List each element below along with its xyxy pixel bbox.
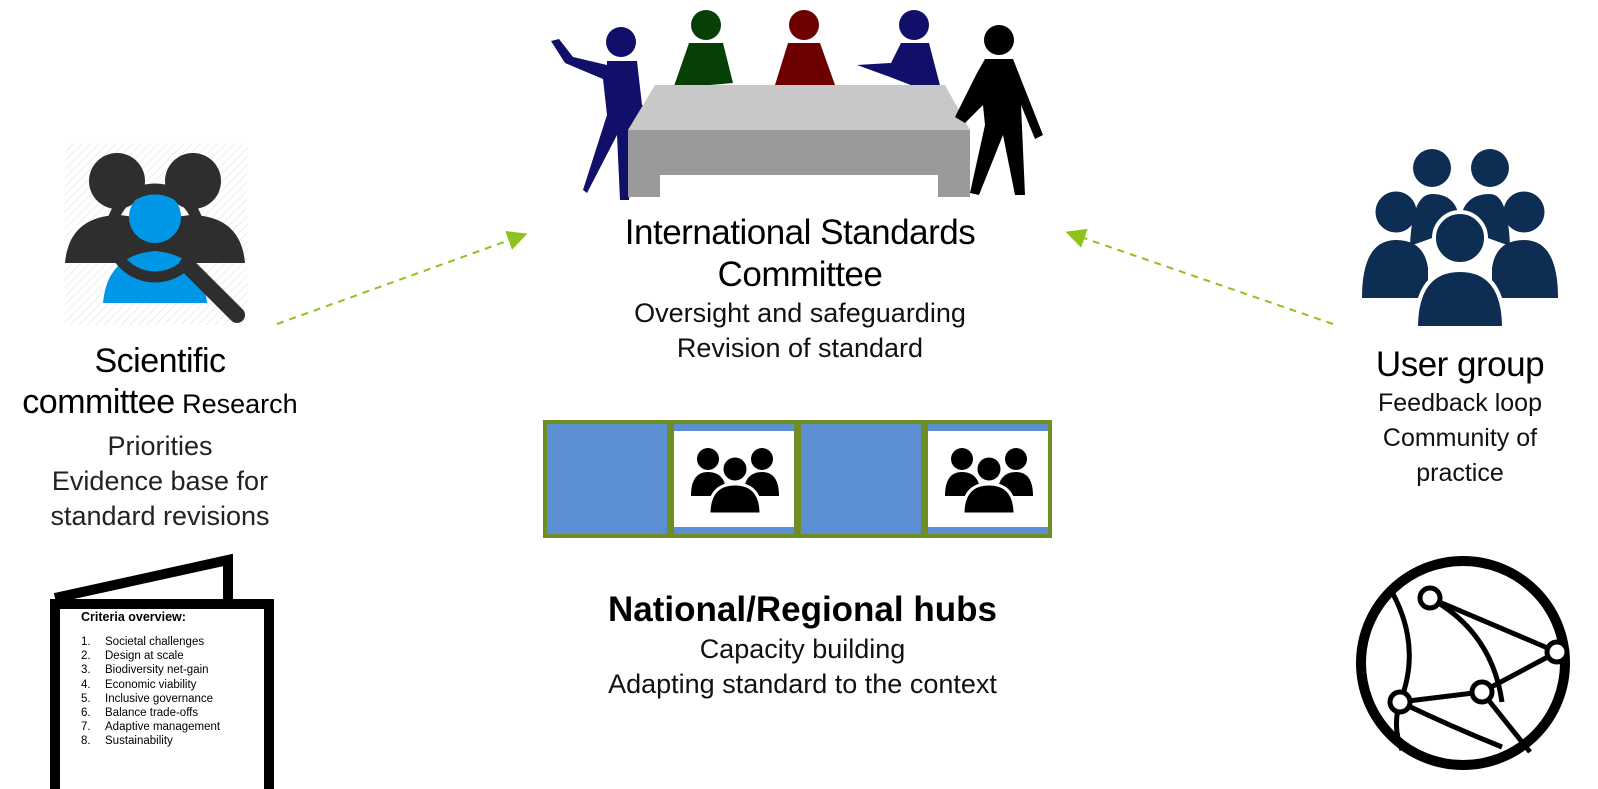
scientific-committee-title: Scientific: [94, 342, 226, 380]
hubs-line-1: Capacity building: [699, 634, 906, 664]
scientific-committee-title-2: committee: [22, 383, 175, 421]
criteria-item: 7. Adaptive management: [64, 720, 260, 734]
isc-line-2: Revision of standard: [676, 333, 924, 363]
scientific-line-3: standard revisions: [50, 501, 270, 531]
arrow-user-to-isc: [1065, 228, 1334, 325]
people-group-icon: [945, 448, 1033, 516]
criteria-item: 4. Economic viability: [64, 678, 260, 692]
criteria-item-label: Balance trade-offs: [105, 707, 199, 720]
arrow-scientific-to-isc: [276, 230, 528, 325]
criteria-item-label: Biodiversity net-gain: [105, 664, 209, 677]
user-group-line-2: Community of: [1382, 424, 1538, 452]
criteria-item: 5. Inclusive governance: [64, 692, 260, 706]
criteria-item-label: Adaptive management: [105, 721, 221, 734]
criteria-item: 1. Societal challenges: [64, 635, 260, 649]
user-group-title: User group: [1375, 345, 1545, 384]
hub-tile-people: [924, 420, 1052, 538]
criteria-item-number: 6.: [81, 707, 91, 720]
criteria-item-number: 8.: [81, 735, 91, 748]
criteria-item-number: 1.: [81, 636, 91, 648]
criteria-item-number: 4.: [81, 678, 91, 691]
globe-network-icon: [1356, 556, 1570, 770]
committee-meeting-icon: [551, 10, 1043, 200]
hub-tile: [543, 420, 671, 538]
isc-line-1: Oversight and safeguarding: [634, 298, 966, 328]
criteria-item-number: 7.: [81, 721, 91, 734]
hub-tile-people: [670, 420, 798, 538]
scientific-committee-text: Scientific committee Research Priorities…: [0, 340, 320, 534]
criteria-item: 2. Design at scale: [64, 649, 260, 663]
user-group-icon: [1362, 149, 1558, 328]
criteria-title: Criteria overview:: [81, 610, 186, 624]
criteria-item-label: Inclusive governance: [105, 692, 214, 705]
criteria-item-label: Sustainability: [105, 735, 173, 748]
criteria-item-number: 5.: [81, 692, 91, 705]
isc-text: International Standards Committee Oversi…: [540, 212, 1060, 366]
scientific-committee-icon: [65, 143, 247, 325]
criteria-item: 6. Balance trade-offs: [64, 706, 260, 720]
criteria-item: 8. Sustainability: [64, 734, 260, 748]
criteria-item-number: 2.: [81, 650, 91, 663]
criteria-item: 3. Biodiversity net-gain: [64, 663, 260, 677]
scientific-research-label: Research: [174, 389, 298, 419]
criteria-overview: Criteria overview: 1. Societal challenges…: [64, 610, 260, 749]
criteria-item-label: Economic viability: [105, 678, 197, 691]
scientific-committee-title-row: committee Research: [0, 382, 320, 429]
isc-title-line-2: Committee: [717, 255, 883, 294]
hubs-line-2: Adapting standard to the context: [608, 669, 997, 699]
criteria-booklet-icon: [50, 553, 274, 789]
criteria-list: 1.Societal challenges 2.Design at scale …: [64, 635, 260, 749]
people-group-icon: [691, 448, 779, 516]
hubs-row: [543, 420, 1052, 538]
user-group-line-3: practice: [1416, 459, 1504, 487]
criteria-item-label: Societal challenges: [105, 636, 205, 648]
hub-tile: [797, 420, 925, 538]
criteria-item-label: Design at scale: [105, 650, 184, 663]
criteria-item-number: 3.: [81, 664, 91, 677]
hubs-title: National/Regional hubs: [608, 590, 997, 629]
isc-title-line-1: International Standards: [624, 213, 976, 252]
scientific-line-1: Priorities: [107, 431, 213, 461]
user-group-text: User group Feedback loop Community of pr…: [1360, 344, 1560, 491]
hubs-text: National/Regional hubs Capacity building…: [540, 588, 1065, 702]
user-group-line-1: Feedback loop: [1377, 389, 1542, 417]
scientific-line-2: Evidence base for: [51, 466, 269, 496]
